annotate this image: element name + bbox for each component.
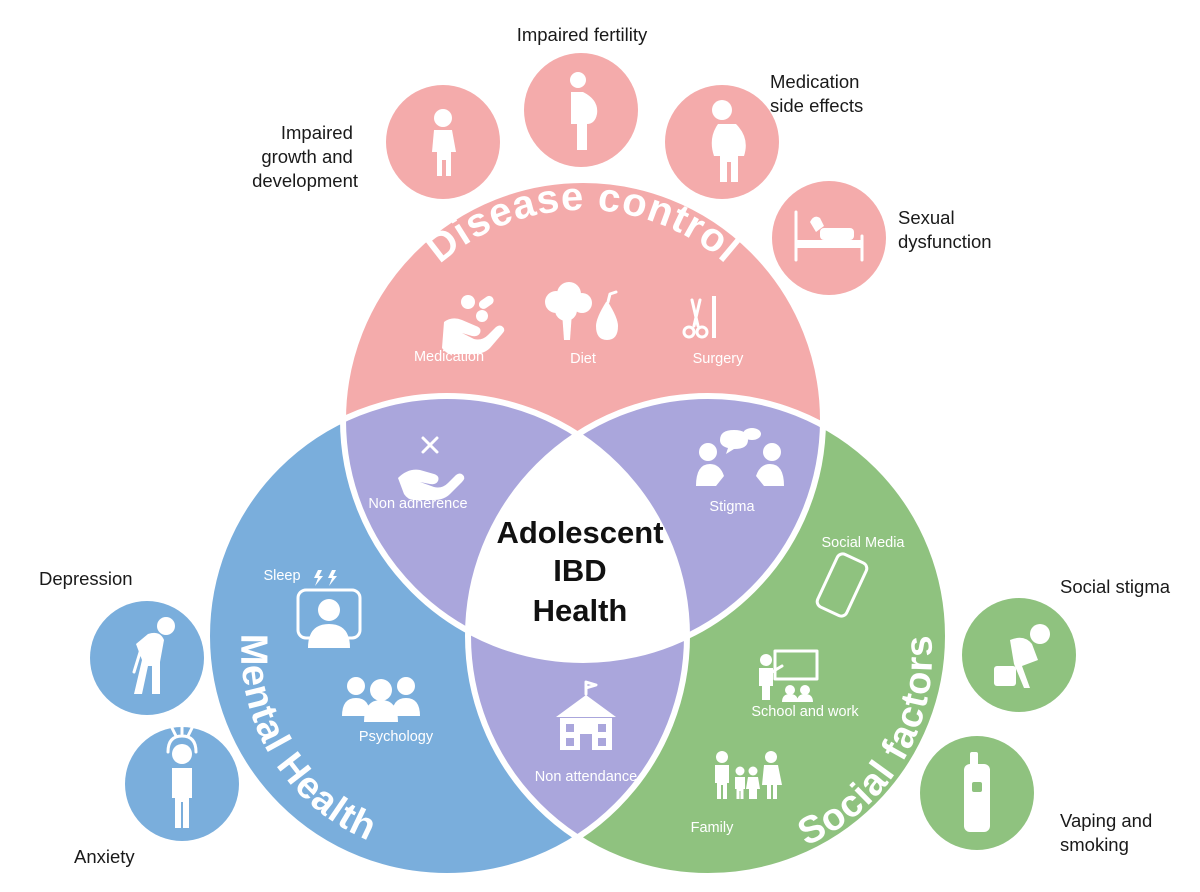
social-media-label: Social Media (821, 535, 905, 551)
surgery-tools-icon (682, 296, 716, 339)
growth-label: Impaired growth and development (252, 122, 358, 191)
stigma-label: Stigma (709, 499, 755, 515)
people-talking-icon (696, 428, 784, 486)
anxious-person-icon (166, 724, 198, 828)
person-in-bed-icon (296, 588, 362, 648)
school-icon (556, 680, 616, 750)
sad-person-icon (994, 624, 1050, 688)
medication-label: Medication (414, 349, 484, 365)
teacher-board-icon (759, 649, 819, 702)
medication-icon (442, 295, 505, 354)
non-attendance-label: Non attendance (535, 769, 637, 785)
depression-label: Depression (39, 568, 133, 589)
smartphone-icon (815, 552, 869, 618)
depressed-person-icon (132, 617, 175, 694)
non-adherence-label: Non adherence (368, 496, 467, 512)
broccoli-pear-icon (545, 282, 618, 340)
group-icon (342, 677, 420, 722)
social-stigma-label: Social stigma (1060, 576, 1171, 597)
weight-gain-icon (708, 100, 746, 182)
vaping-label: Vaping and smoking (1060, 810, 1157, 855)
side-effects-label: Medication side effects (770, 71, 865, 116)
hand-cross-icon (398, 436, 465, 500)
school-work-label: School and work (751, 704, 859, 720)
vape-device-icon (964, 752, 990, 832)
pregnant-person-icon (570, 72, 598, 150)
sleep-label: Sleep (263, 568, 300, 584)
psychology-label: Psychology (359, 729, 434, 745)
center-region (468, 396, 687, 660)
center-title-line3: Health (533, 593, 628, 628)
family-label: Family (691, 820, 734, 836)
anxiety-label: Anxiety (74, 846, 135, 867)
surgery-label: Surgery (693, 351, 745, 367)
center-title-line2: IBD (553, 553, 606, 588)
diet-label: Diet (570, 351, 596, 367)
fertility-label: Impaired fertility (517, 24, 648, 45)
family-icon (715, 751, 782, 799)
sexual-label: Sexual dysfunction (898, 207, 992, 252)
baby-icon (432, 109, 456, 176)
center-title-line1: Adolescent (496, 515, 663, 550)
sleep-lightning-icon (314, 570, 337, 586)
bed-icon (794, 210, 864, 262)
